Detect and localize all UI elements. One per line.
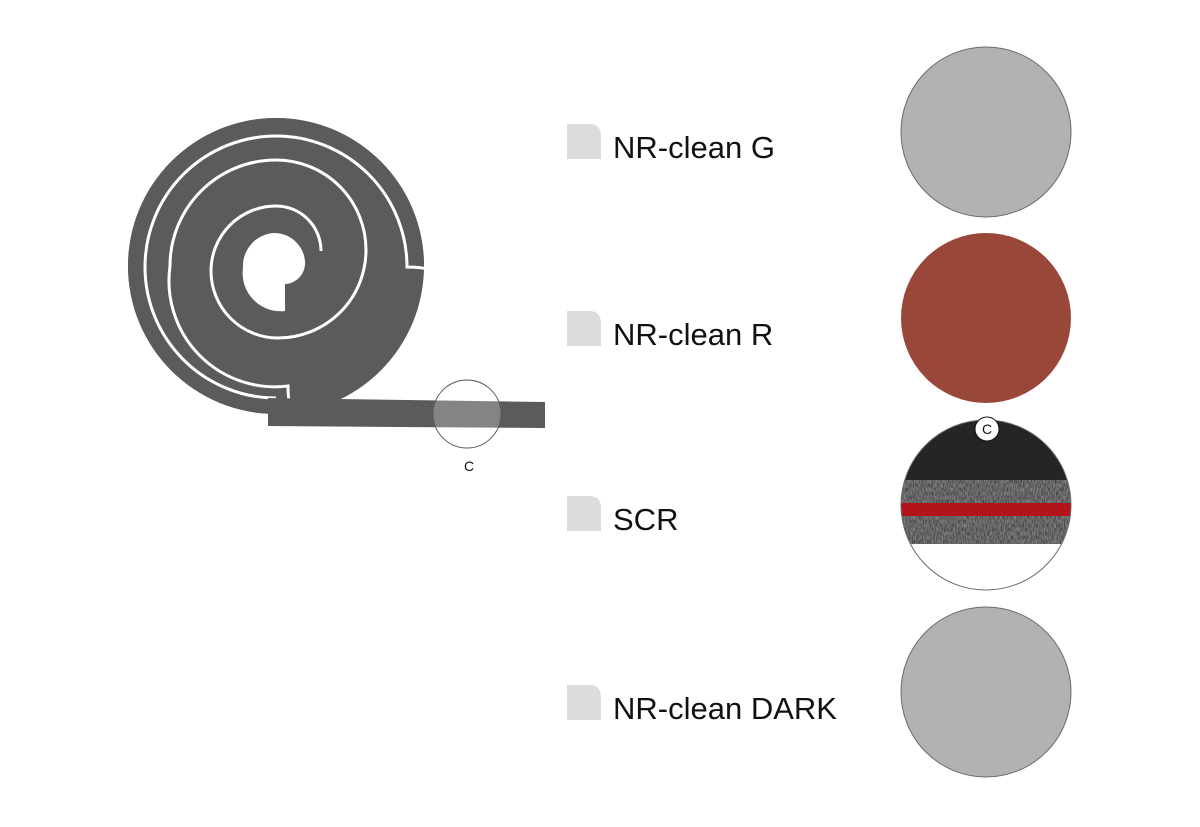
material-row: NR-clean G (567, 46, 1072, 218)
material-row: NR-clean R (567, 233, 1071, 403)
material-label: SCR (613, 502, 678, 537)
material-swatch (900, 606, 1072, 778)
material-label: NR-clean R (613, 317, 773, 352)
cross-section-swatch (901, 420, 1071, 590)
material-label: NR-clean G (613, 130, 775, 165)
detail-badge-label: C (982, 421, 992, 437)
material-swatch (901, 233, 1071, 403)
row-tab-icon (567, 685, 601, 720)
strip-tail (268, 398, 545, 428)
material-row: NR-clean DARK (567, 606, 1072, 778)
rolled-gasket-illustration: C (128, 118, 545, 507)
row-tab-icon (567, 124, 601, 159)
row-tab-icon (567, 311, 601, 346)
detail-marker-label: C (464, 458, 474, 474)
material-row: SCR C (567, 416, 1072, 591)
row-tab-icon (567, 496, 601, 531)
material-swatch (900, 46, 1072, 218)
material-label: NR-clean DARK (613, 691, 837, 726)
spiral-core (242, 232, 306, 312)
detail-marker-circle (432, 379, 502, 449)
spiral-gap (143, 134, 528, 507)
detail-badge (974, 416, 1000, 442)
